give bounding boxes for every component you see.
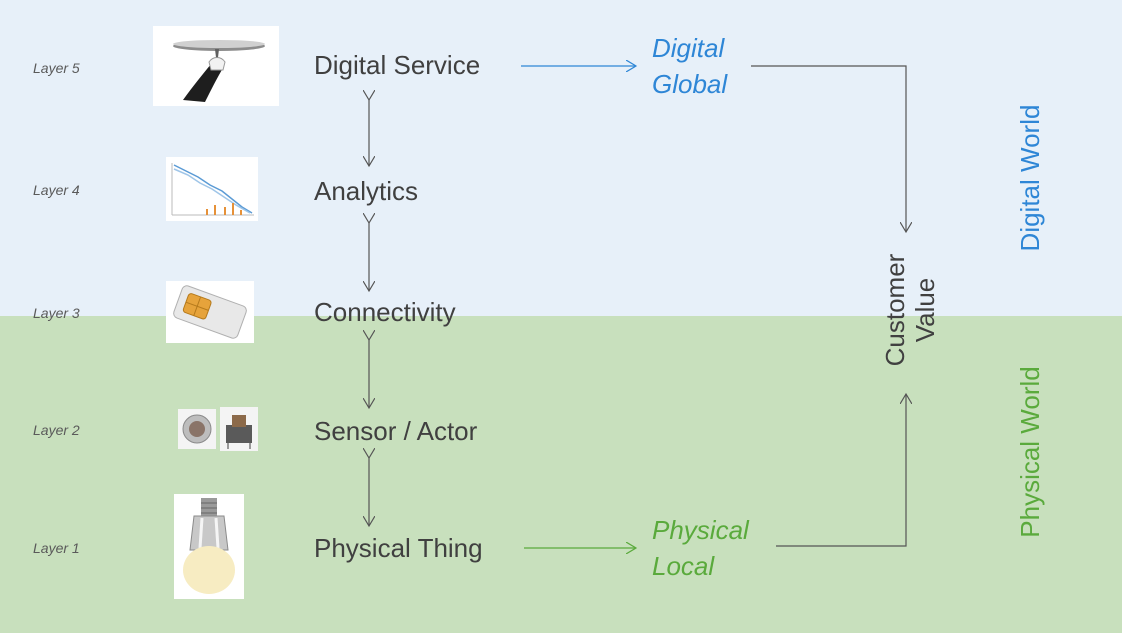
layer-4-label: Layer 4 [33,182,80,198]
sim-card-icon [166,281,254,343]
layer-1-name: Physical Thing [314,533,483,563]
layer-2-name: Sensor / Actor [314,416,478,446]
global-label: Global [652,69,728,99]
layer-5-name: Digital Service [314,50,481,80]
connector-physical-to-value [776,394,906,547]
physical-label: Physical [652,515,749,545]
push-button-icon [220,407,258,451]
line-chart-icon [166,157,258,221]
local-label: Local [652,551,715,581]
connector-digital-to-value [751,65,906,232]
layer-3-name: Connectivity [314,297,456,327]
layer-3-label: Layer 3 [33,305,80,321]
digital-global-label: Digital Global [652,30,727,102]
physical-local-label: Physical Local [652,512,749,584]
digital-label: Digital [652,33,725,63]
layer-4-name: Analytics [314,176,419,206]
round-sensor-icon [178,409,216,449]
layer-2-label: Layer 2 [33,422,80,438]
layer-1-label: Layer 1 [33,540,80,556]
serving-tray-icon [153,26,279,106]
layer-5-label: Layer 5 [33,60,80,76]
light-bulb-icon [174,494,244,599]
